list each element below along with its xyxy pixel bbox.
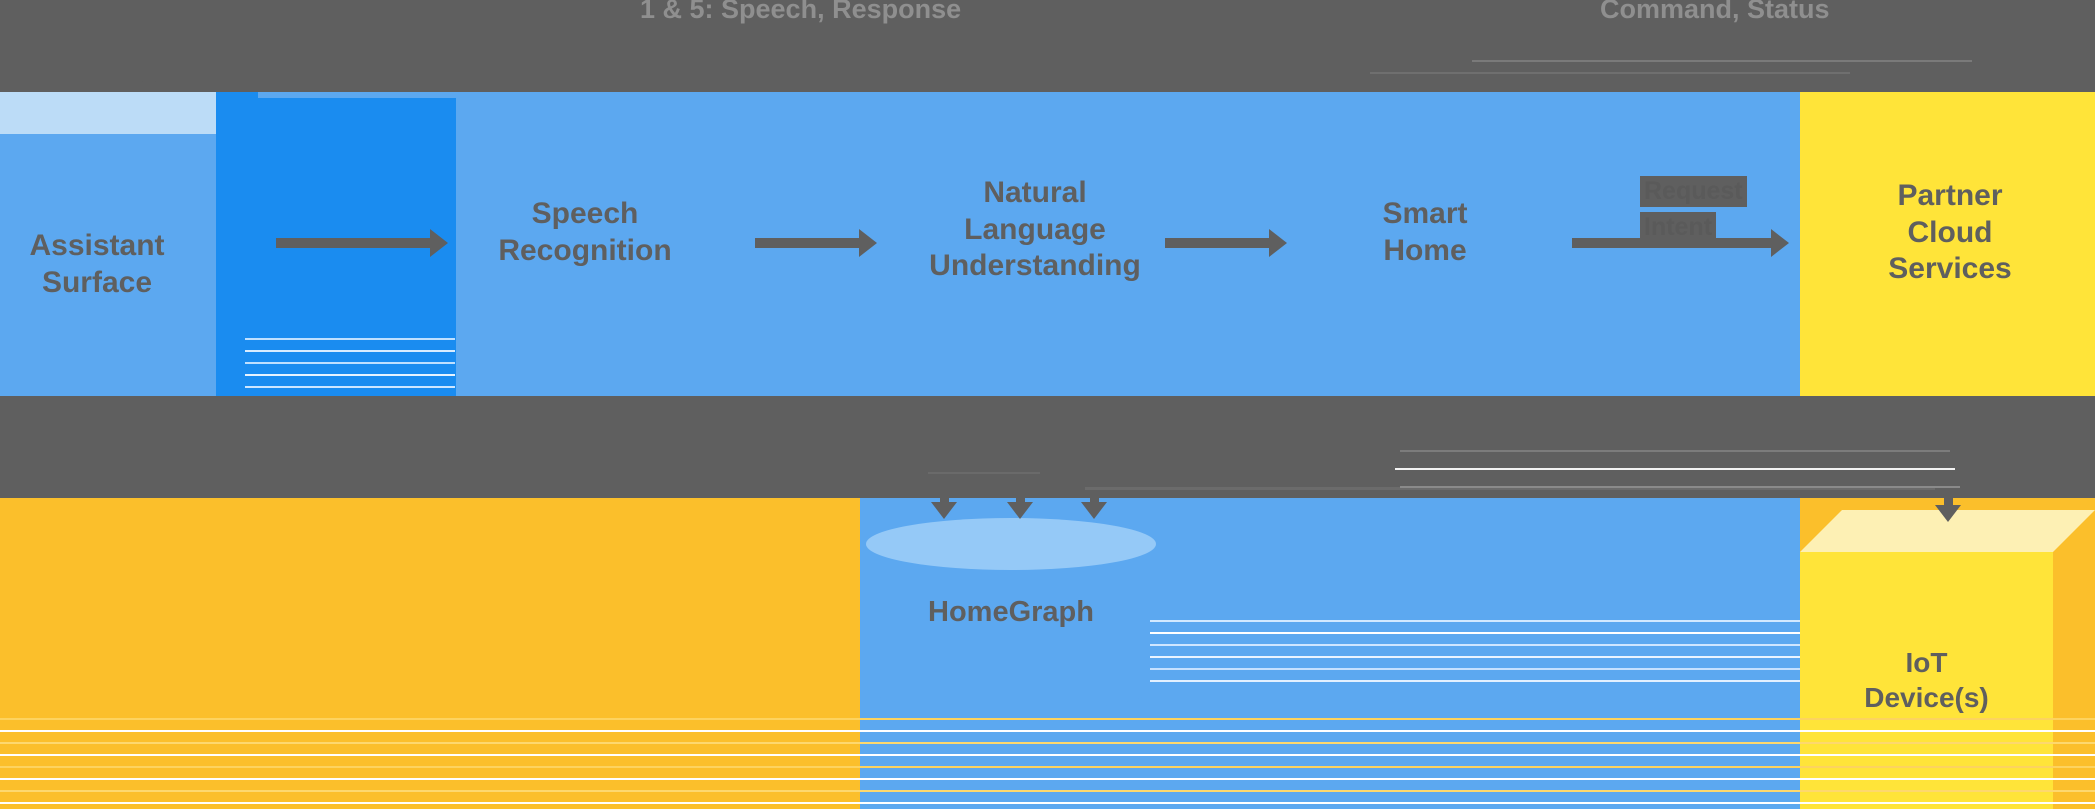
banner-divider-line-2: [1370, 72, 1850, 74]
node-smart-home[interactable]: Smart Home: [1382, 197, 1468, 267]
iot-device-right-face: [2053, 552, 2095, 809]
node-assistant-surface[interactable]: Assistant Surface: [0, 92, 258, 396]
arrow-into-homegraph-3: [1081, 455, 1107, 519]
iot-device-label: IoT Device(s): [1864, 647, 1989, 713]
assistant-surface-front-face: [0, 134, 216, 396]
arrow-into-assistant-surface: [136, 30, 162, 90]
assistant-surface-top-face: [0, 92, 258, 134]
node-iot-devices[interactable]: IoT Device(s): [1800, 510, 2095, 809]
banner-label-speech-response: 1 & 5: Speech, Response: [640, 0, 962, 24]
homegraph-cylinder-top: [866, 518, 1156, 570]
banner-divider-line: [1472, 60, 1972, 62]
node-speech-recognition[interactable]: Speech Recognition: [498, 197, 672, 267]
arrow-into-homegraph-2: [1007, 455, 1033, 519]
homegraph-to-iot-line: [1085, 487, 1935, 490]
scanline-artifact-gray: [0, 440, 2095, 500]
partner-cloud-services-band: [1800, 92, 2095, 396]
arrow-speech-to-nlu: [755, 229, 877, 257]
arrow-smarthome-to-partner: [1572, 229, 1789, 257]
banner-label-command-status: Command, Status: [1600, 0, 1830, 24]
edge-label-intent: Intent: [1640, 212, 1717, 243]
homegraph-label: HomeGraph: [928, 596, 1094, 628]
edge-label-request: Request: [1640, 176, 1747, 207]
node-natural-language-understanding[interactable]: Natural Language Understanding: [929, 176, 1141, 283]
arrow-partner-to-iot: [1935, 462, 1961, 522]
node-homegraph[interactable]: HomeGraph: [866, 518, 1156, 713]
arrow-into-homegraph-1: [931, 455, 957, 519]
arrow-nlu-to-smarthome: [1165, 229, 1287, 257]
assistant-surface-right-face: [216, 92, 258, 396]
homegraph-connector-line: [928, 472, 1040, 474]
assistant-surface-label: Assistant Surface: [29, 229, 165, 299]
arrow-assistant-to-speech: [276, 229, 448, 257]
node-partner-cloud-services[interactable]: Partner Cloud Services: [1888, 179, 2012, 286]
